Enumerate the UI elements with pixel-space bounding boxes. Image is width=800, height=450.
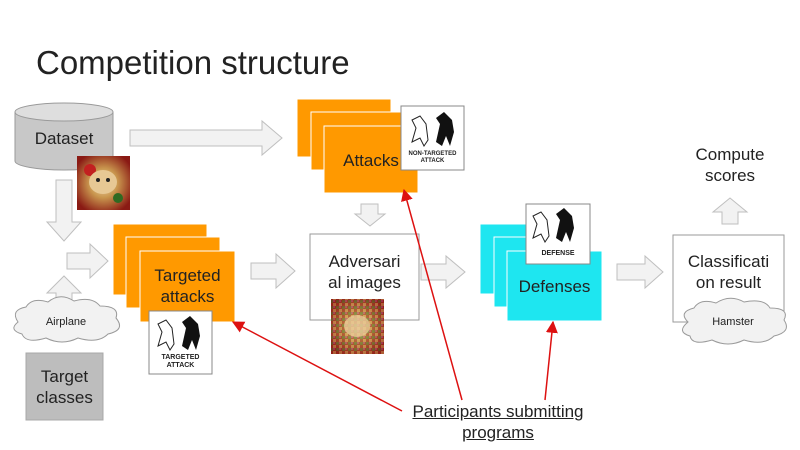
attacks-stack <box>296 98 419 194</box>
target-classes-label: Target classes <box>36 366 93 407</box>
non-targeted-badge-text: NON-TARGETED ATTACK <box>408 151 457 164</box>
classification-result-label: Classificati on result <box>687 251 770 292</box>
targeted-attacks-stack <box>112 223 236 323</box>
participants-label: Participants submitting programs <box>412 401 584 442</box>
dataset-label: Dataset <box>34 129 94 149</box>
adversarial-images-label: Adversari al images <box>328 251 401 292</box>
red-arrow-to-defenses <box>544 320 558 401</box>
adversarial-hamster-photo-icon <box>331 299 384 354</box>
hamster-cloud-shape <box>682 297 787 345</box>
defenses-label: Defenses <box>518 277 591 297</box>
airplane-cloud-label: Airplane <box>45 316 87 329</box>
red-arrow-to-attacks <box>401 188 463 401</box>
non-targeted-attack-badge <box>400 105 465 171</box>
airplane-cloud-shape <box>13 296 121 343</box>
arrow-adversarial-to-defenses <box>420 254 466 290</box>
arrow-dataset-to-attacks <box>129 119 283 157</box>
dataset-database-icon <box>14 102 114 171</box>
slide-title: Competition structure <box>36 44 350 81</box>
flow-arrows <box>45 119 749 313</box>
arrow-into-targeted <box>66 242 109 280</box>
target-classes-box <box>25 352 104 421</box>
arrow-targeted-to-adversarial <box>250 252 296 290</box>
targeted-badge-text: TARGETED ATTACK <box>161 353 200 369</box>
defense-badge-text: DEFENSE <box>541 249 575 257</box>
targeted-attacks-label: Targeted attacks <box>154 265 221 306</box>
arrow-defenses-to-classification <box>616 254 664 290</box>
compute-scores-label: Compute scores <box>695 144 765 185</box>
red-arrow-to-targeted <box>231 321 403 412</box>
arrow-classification-up <box>711 197 749 225</box>
defense-badge <box>525 203 591 265</box>
hamster-cloud-label: Hamster <box>712 316 754 329</box>
attacks-label: Attacks <box>343 151 399 171</box>
targeted-attack-badge <box>148 310 213 375</box>
arrow-dataset-down <box>45 179 83 242</box>
arrow-attacks-down <box>353 203 387 227</box>
hamster-photo-icon <box>77 156 130 210</box>
participant-arrows <box>231 188 558 412</box>
